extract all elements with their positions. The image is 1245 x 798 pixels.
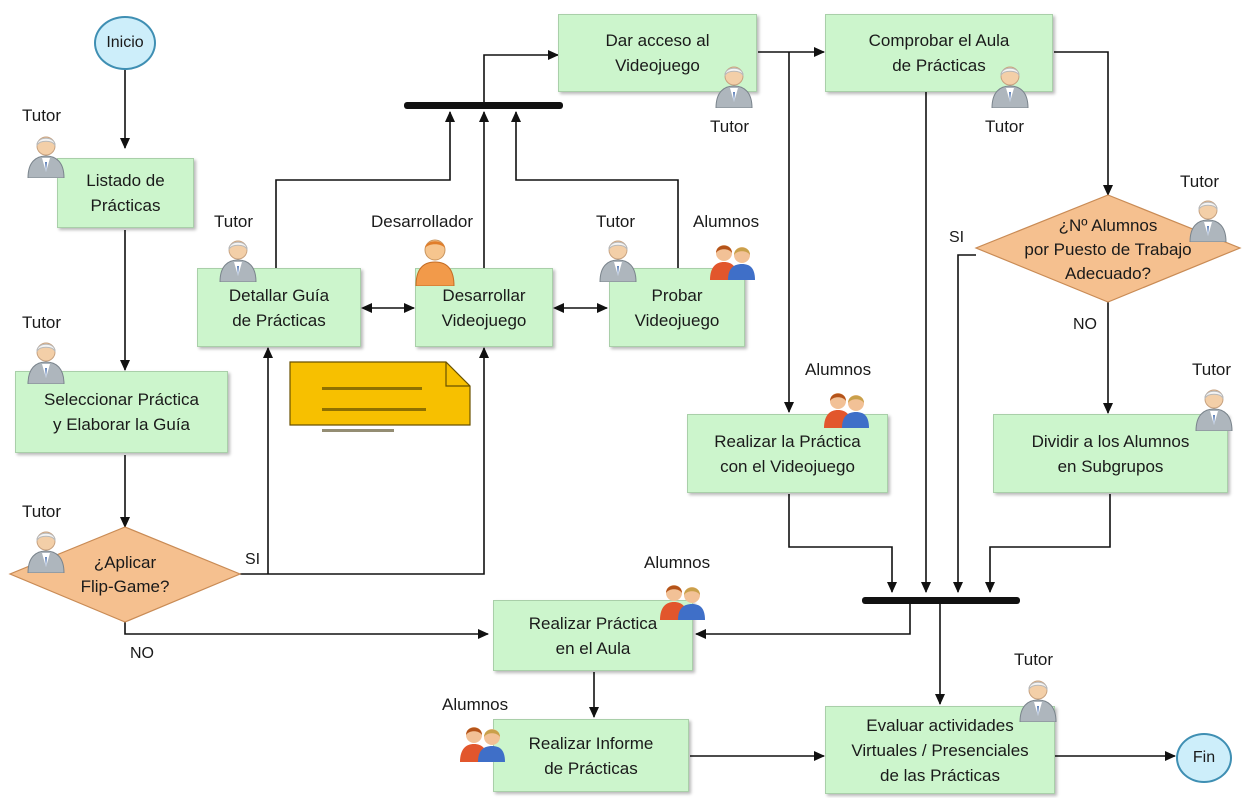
tutor-icon: [1019, 680, 1057, 722]
tutor-icon: [27, 342, 65, 384]
branch-label-flip-no: NO: [130, 645, 154, 662]
role-label-tutor-evaluar: Tutor: [1014, 650, 1054, 669]
activity-dar-acceso: Dar acceso al Videojuego: [558, 14, 757, 92]
tutor-icon: [715, 66, 753, 108]
role-label-alumnos-probar: Alumnos: [693, 212, 760, 231]
activity-realizar-aula: Realizar Práctica en el Aula: [493, 600, 693, 671]
activity-dividir: Dividir a los Alumnos en Subgrupos: [993, 414, 1228, 493]
tutor-icon: [1195, 389, 1233, 431]
branch-label-flip-yes: SI: [245, 551, 261, 568]
role-label-tutor-comprobar: Tutor: [985, 117, 1025, 136]
activity-seleccionar: Seleccionar Práctica y Elaborar la Guía: [15, 371, 228, 453]
students-icon: [824, 393, 869, 428]
role-label-alumnos-realizar-videojuego: Alumnos: [805, 360, 872, 379]
role-label-tutor-probar: Tutor: [596, 212, 636, 231]
developer-icon: [415, 239, 455, 286]
role-label-desarrollador: Desarrollador: [371, 212, 474, 231]
decision-flip: ¿Aplicar Flip-Game?: [80, 553, 170, 596]
role-label-tutor-detallar: Tutor: [214, 212, 254, 231]
decision-alumnos: ¿Nº Alumnos por Puesto de Trabajo Adecua…: [1024, 216, 1192, 283]
role-label-tutor-dividir: Tutor: [1192, 360, 1232, 379]
students-icon: [660, 585, 705, 620]
start-node: Inicio: [94, 16, 156, 70]
activity-evaluar: Evaluar actividades Virtuales / Presenci…: [825, 706, 1055, 794]
role-label-tutor-decision: Tutor: [1180, 172, 1220, 191]
role-label-alumnos-informe: Alumnos: [442, 695, 509, 714]
branch-label-alumnos-yes: SI: [949, 229, 965, 246]
fork-bar: [404, 102, 563, 109]
branch-label-alumnos-no: NO: [1073, 316, 1097, 333]
role-label-alumnos-realizar-aula: Alumnos: [644, 553, 711, 572]
tutor-icon: [599, 240, 637, 282]
role-label-tutor-dar-acceso: Tutor: [710, 117, 750, 136]
activity-listado: Listado de Prácticas: [57, 158, 194, 228]
tutor-icon: [991, 66, 1029, 108]
role-label-tutor-listado: Tutor: [22, 106, 62, 125]
tutor-icon: [1189, 200, 1227, 242]
role-label-tutor-seleccionar: Tutor: [22, 313, 62, 332]
end-node: Fin: [1176, 733, 1232, 783]
join-bar: [862, 597, 1020, 604]
tutor-icon: [27, 531, 65, 573]
tutor-icon: [219, 240, 257, 282]
activity-informe: Realizar Informe de Prácticas: [493, 719, 689, 792]
students-icon: [460, 727, 505, 762]
role-label-tutor-flip: Tutor: [22, 502, 62, 521]
note-text: [322, 372, 432, 443]
tutor-icon: [27, 136, 65, 178]
students-icon: [710, 245, 755, 280]
